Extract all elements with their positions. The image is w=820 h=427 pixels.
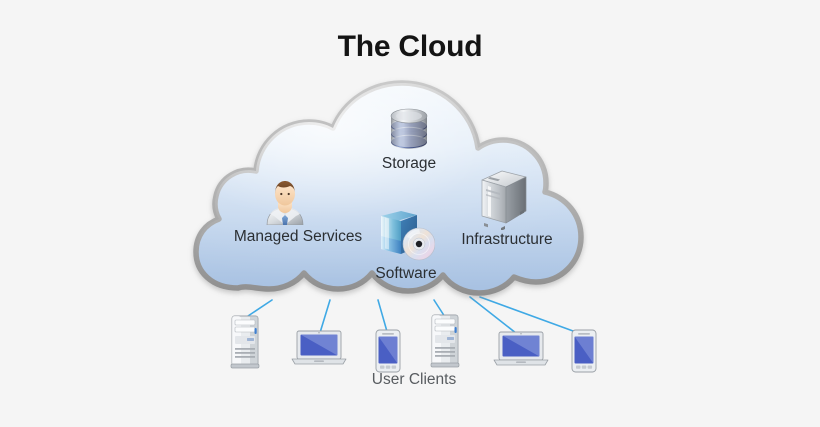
server-tower-icon: [430, 314, 460, 368]
managed-services-icon-wrap: [261, 175, 309, 230]
infrastructure-icon-wrap: [474, 168, 532, 235]
client-server-2[interactable]: [428, 311, 462, 374]
managed-services-label: Managed Services: [233, 228, 363, 245]
connection-line: [377, 299, 389, 336]
connection-line: [433, 299, 446, 318]
laptop-icon: [493, 331, 549, 366]
connection-line: [244, 299, 273, 319]
storage-icon-wrap: [384, 104, 434, 159]
page-title: The Cloud: [337, 30, 483, 63]
database-cylinder-icon: [390, 108, 428, 149]
client-phone-2[interactable]: [571, 329, 597, 378]
software-label: Software: [375, 265, 437, 282]
software-icon-wrap: [373, 208, 436, 267]
software-box-cd-icon: [381, 211, 436, 261]
cloud-silhouette: [193, 80, 584, 296]
client-server-1[interactable]: [228, 312, 262, 375]
client-laptop-1[interactable]: [291, 330, 347, 371]
storage-label: Storage: [381, 155, 437, 172]
smartphone-icon: [571, 329, 597, 373]
server-tower-3d-icon: [481, 170, 527, 231]
client-phone-1[interactable]: [375, 329, 401, 378]
laptop-icon: [291, 330, 347, 365]
infrastructure-label: Infrastructure: [461, 231, 553, 248]
connection-line: [479, 296, 585, 336]
smartphone-icon: [375, 329, 401, 373]
client-laptop-2[interactable]: [493, 331, 549, 372]
connection-line: [469, 296, 522, 338]
server-tower-icon: [230, 315, 260, 369]
user-clients-label: User Clients: [371, 371, 457, 388]
connection-line: [318, 299, 331, 337]
person-user-icon: [266, 181, 304, 228]
